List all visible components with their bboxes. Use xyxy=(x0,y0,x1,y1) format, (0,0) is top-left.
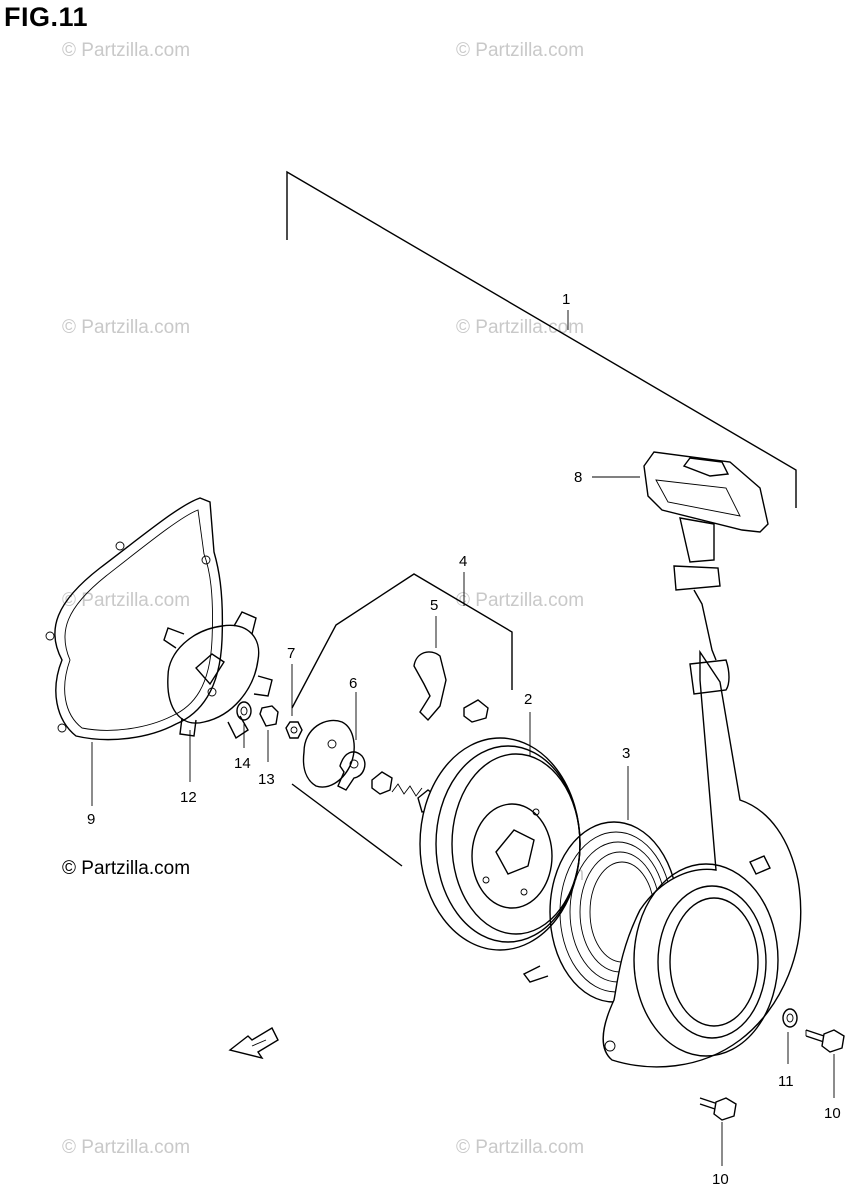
watermark: © Partzilla.com xyxy=(456,40,584,61)
callout-6: 6 xyxy=(349,675,357,692)
washer-11 xyxy=(782,1008,798,1064)
front-arrow-icon xyxy=(228,1027,279,1060)
bolt xyxy=(805,1029,845,1098)
drive-plate xyxy=(163,611,273,782)
pawl xyxy=(413,616,447,722)
watermark: © Partzilla.com xyxy=(456,590,584,611)
callout-3: 3 xyxy=(622,745,630,762)
reel-pulley xyxy=(419,712,581,951)
callout-1: 1 xyxy=(562,291,570,308)
collar xyxy=(259,705,279,762)
washer xyxy=(236,701,252,748)
callout-11: 11 xyxy=(778,1073,794,1090)
gasket xyxy=(45,497,224,806)
watermark: © Partzilla.com xyxy=(456,317,584,338)
watermark: © Partzilla.com xyxy=(456,1137,584,1158)
watermark: © Partzilla.com xyxy=(62,590,190,611)
bolt xyxy=(699,1097,737,1166)
callout-9: 9 xyxy=(87,811,95,828)
watermark: © Partzilla.com xyxy=(62,1137,190,1158)
callout-13: 13 xyxy=(258,771,275,788)
nut xyxy=(285,664,303,739)
callout-14: 14 xyxy=(234,755,251,772)
callout-2: 2 xyxy=(524,691,532,708)
figure-title: FIG.11 xyxy=(4,2,89,32)
callout-10: 10 xyxy=(824,1105,841,1122)
callout-12: 12 xyxy=(180,789,197,806)
pawl-pin xyxy=(463,699,489,723)
callout-10: 10 xyxy=(712,1171,729,1188)
watermark: © Partzilla.com xyxy=(62,317,190,338)
callout-8: 8 xyxy=(574,469,582,486)
watermarks: © Partzilla.com © Partzilla.com © Partzi… xyxy=(62,40,584,1158)
callouts: 1 2 3 4 5 6 7 8 9 10 10 11 12 13 14 xyxy=(87,291,841,1188)
starter-case xyxy=(602,649,802,1068)
callout-4: 4 xyxy=(459,553,467,570)
watermark: © Partzilla.com xyxy=(62,40,190,61)
callout-5: 5 xyxy=(430,597,438,614)
copyright-credit: © Partzilla.com xyxy=(62,858,191,879)
starter-handle xyxy=(592,451,769,661)
assembly-bracket xyxy=(286,170,797,508)
callout-7: 7 xyxy=(287,645,295,662)
return-spring xyxy=(337,692,366,791)
